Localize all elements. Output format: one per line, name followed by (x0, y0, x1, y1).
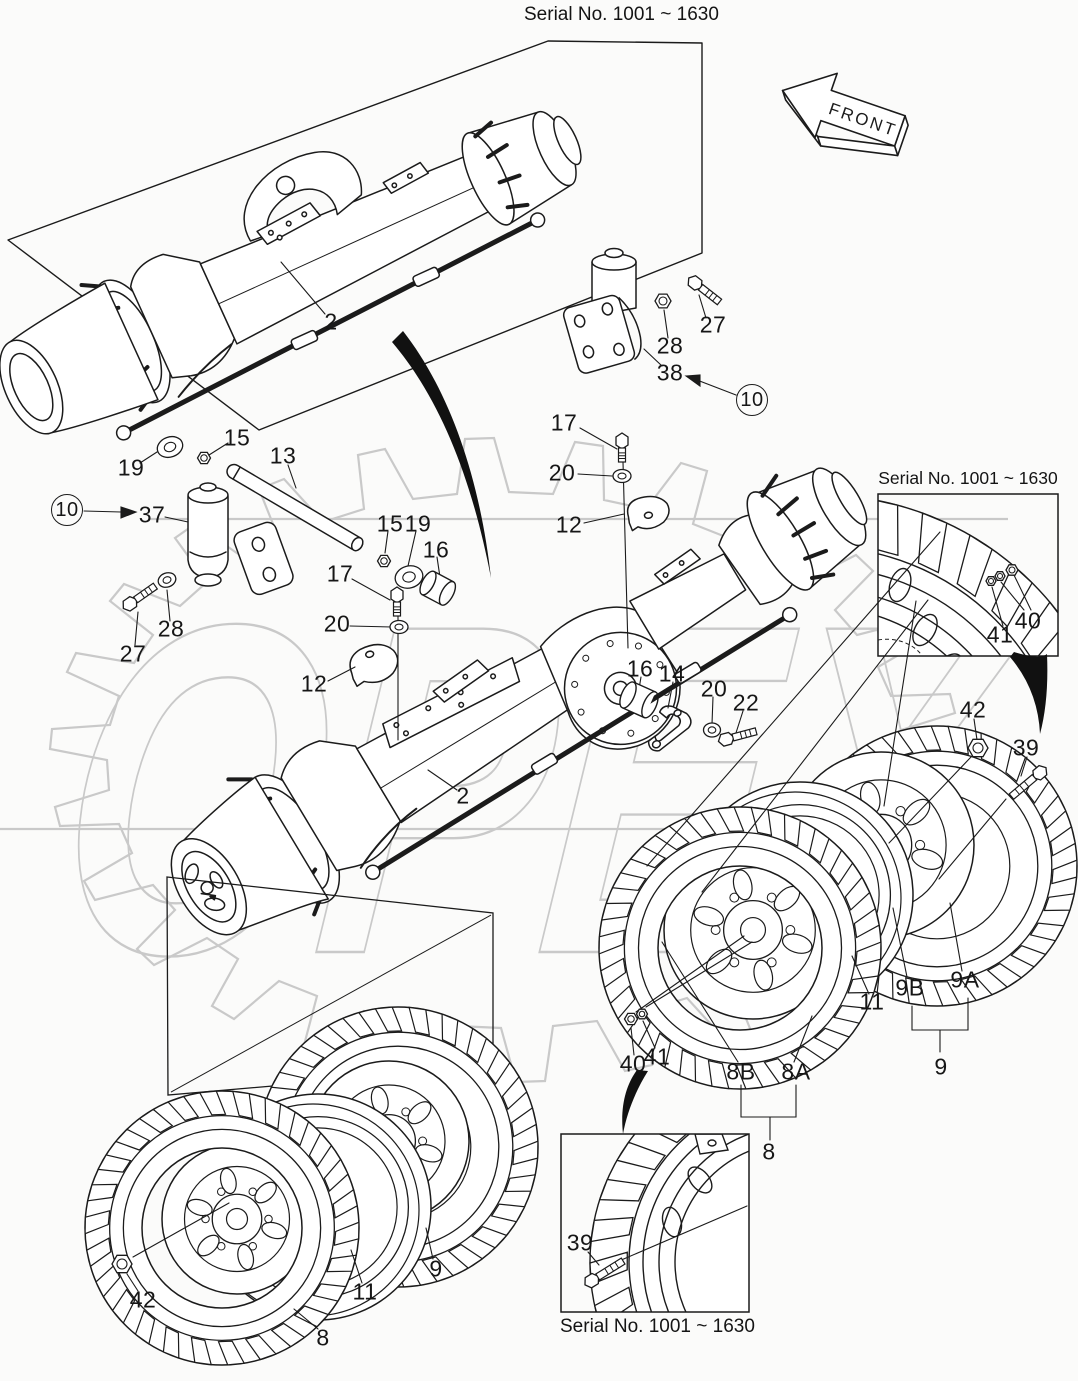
loose-parts (187, 463, 692, 752)
left-wheel-group-drawing (84, 1006, 539, 1366)
serial-caption-right: Serial No. 1001 ~ 1630 (878, 468, 1058, 488)
top-left-serial-box (7, 40, 703, 431)
right-serial-box (877, 493, 1059, 657)
right-wheel-group-drawing (598, 725, 1078, 1090)
front-arrow: FRONT (781, 72, 909, 157)
fastener-parts (111, 275, 1048, 1289)
serial-caption-bottom: Serial No. 1001 ~ 1630 (560, 1316, 755, 1337)
leader-lines (83, 261, 1032, 1330)
serial-caption-top: Serial No. 1001 ~ 1630 (524, 4, 719, 25)
valve-38-drawing (562, 247, 642, 374)
swoosh-marks (392, 331, 1048, 1134)
main-axle-drawing (170, 467, 868, 936)
early-serial-axle-drawing (0, 110, 582, 441)
